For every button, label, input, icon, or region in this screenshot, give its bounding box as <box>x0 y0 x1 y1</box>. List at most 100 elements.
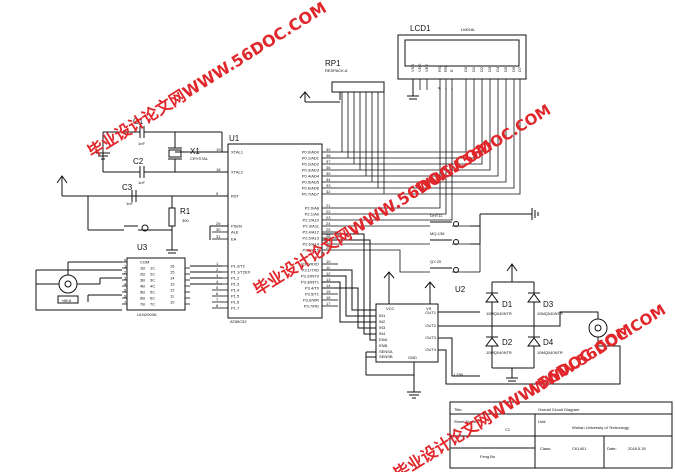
crystal-x1 <box>168 149 182 158</box>
u1-pin-number: 5 <box>216 285 219 290</box>
date-label: Date: <box>607 446 617 451</box>
u1-pin-name: P0.6/AD6 <box>302 186 320 191</box>
u2-pin-name: OUT1 <box>425 310 436 315</box>
u3-pin-number: 4 <box>124 282 127 287</box>
u2-pin-name: IN1 <box>379 313 386 318</box>
u3-pin-name: 5B <box>140 290 145 295</box>
u1-model: AT89C52 <box>230 319 247 324</box>
u1-pin-number: 17 <box>326 301 331 306</box>
date-value: 2018.5.30 <box>628 446 647 451</box>
u1-pin-name: P2.2/A10 <box>303 218 320 223</box>
u1-pin-number: 29 <box>216 221 221 226</box>
oscillator-section: C1 1nF C2 1nF X1 CRYSTAL <box>96 117 228 185</box>
u3-pin-name: 6B <box>140 296 145 301</box>
u3-pin-number: 3 <box>124 276 127 281</box>
u1-pin-name: P0.2/AD2 <box>302 162 320 167</box>
u3-pin-number: 10 <box>170 300 175 305</box>
u3-pin-name: 4B <box>140 284 145 289</box>
u1-pin-number: 18 <box>216 167 221 172</box>
u3-pin-number: 1 <box>124 264 127 269</box>
u1-pin-number: 3 <box>216 273 219 278</box>
unit-label: Unit: <box>538 419 546 424</box>
lcd-pin-name: E <box>449 69 454 72</box>
u1-pin-number: 12 <box>326 271 331 276</box>
u2-pin-name: ENA <box>379 337 388 342</box>
u1-pin-number: 24 <box>326 221 331 226</box>
u1-pin-number: 28 <box>326 245 331 250</box>
u1-pin-name: PSEN <box>231 224 242 229</box>
u3-pin-name: 3C <box>150 278 155 283</box>
u1-pin-name: P3.3/INT1 <box>301 280 320 285</box>
u1-pin-number: 2 <box>216 267 219 272</box>
u3-pin-name: 2B <box>140 272 145 277</box>
u1-pin-number: 39 <box>326 147 331 152</box>
u2-pin-name: OUT4 <box>425 347 436 352</box>
sheet-label: Sheet Number: <box>454 419 481 424</box>
u1-pin-name: P1.7 <box>231 306 240 311</box>
u3-pin-number: 15 <box>170 270 175 275</box>
u1-pin-name: P0.5/AD5 <box>302 180 320 185</box>
u1-pin-number: 9 <box>216 191 219 196</box>
u1-pin-name: P2.7/A15 <box>303 248 320 253</box>
p0-data-wire <box>338 90 467 153</box>
u1-pin-name: EA <box>231 237 237 242</box>
u3-pin-number: 12 <box>170 288 175 293</box>
r1-value: 300 <box>182 218 189 223</box>
p0-data-wire <box>338 90 491 171</box>
u1-pin-number: 8 <box>216 303 219 308</box>
lcd-pin-name: VDD <box>417 63 422 72</box>
switch-wire <box>338 249 430 273</box>
respack-rp1: RP1 RESPACK-8 <box>299 59 385 103</box>
lcd-pin-name: VEE <box>424 64 429 72</box>
lcd-pin-name: D4 <box>495 66 500 72</box>
u1-pin-name: XTAL1 <box>231 150 244 155</box>
lcd-pin-name: D1 <box>471 66 476 72</box>
switch-button-icon <box>453 267 459 273</box>
u1-pin-name: P3.0/RXD <box>301 262 319 267</box>
motor1-value: +88.8 <box>61 298 72 303</box>
u3-pin-name: 3B <box>140 278 145 283</box>
u1-right-pins: 39P0.0/AD038P0.1/AD137P0.2/AD236P0.3/AD3… <box>301 147 338 309</box>
u1-pin-name: P1.6 <box>231 300 240 305</box>
lcd-pin-name: RW <box>443 65 448 72</box>
u1-pin-name: P3.6/WR <box>303 298 319 303</box>
u2-ref: U2 <box>455 285 466 294</box>
rp1-body <box>331 81 385 93</box>
u3-pin-number: 7 <box>124 300 127 305</box>
u1-pin-number: 34 <box>326 177 331 182</box>
u3-pin-number: 11 <box>170 294 175 299</box>
u1-pin-number: 16 <box>326 295 331 300</box>
lcd1-model: LM016L <box>461 27 476 32</box>
title-block: Title: Overall Circuit Diagram Sheet Num… <box>449 401 673 469</box>
u3-pin-number: 13 <box>170 282 175 287</box>
lcd-pin-name: D2 <box>479 66 484 72</box>
u1-pin-name: P1.3 <box>231 282 240 287</box>
u1-pin-name: ALE <box>231 230 239 235</box>
u1-pin-number: 21 <box>326 203 331 208</box>
d4-ref: D4 <box>543 338 554 347</box>
switch-ref: QY-20 <box>430 259 442 264</box>
svg-text:WWW.56DOC.COM: WWW.56DOC.COM <box>413 101 554 199</box>
c1-value: 1nF <box>138 141 145 146</box>
u3-pin-name: 6C <box>150 296 155 301</box>
u3-pin-number: 6 <box>124 294 127 299</box>
u1-pin-number: 25 <box>326 227 331 232</box>
u1-pin-name: P0.7/AD7 <box>302 192 320 197</box>
u1-pin-name: P1.2 <box>231 276 240 281</box>
u1-pin-number: 7 <box>216 297 219 302</box>
u2-model: L298 <box>454 372 464 377</box>
u1-body <box>227 143 323 319</box>
u1-pin-name: P2.0/A8 <box>305 206 320 211</box>
u3-pin-number: 5 <box>124 288 127 293</box>
u3-pin-name: COM <box>140 260 149 265</box>
lcd1-screen <box>404 39 520 67</box>
u1-pin-number: 15 <box>326 289 331 294</box>
u3-ref: U3 <box>137 243 148 252</box>
u3-pin-name: 1B <box>140 266 145 271</box>
p0-data-wire <box>338 90 521 195</box>
rp1-ref: RP1 <box>325 59 341 68</box>
u1-pin-number: 32 <box>326 189 331 194</box>
switch-button-icon <box>453 221 459 227</box>
